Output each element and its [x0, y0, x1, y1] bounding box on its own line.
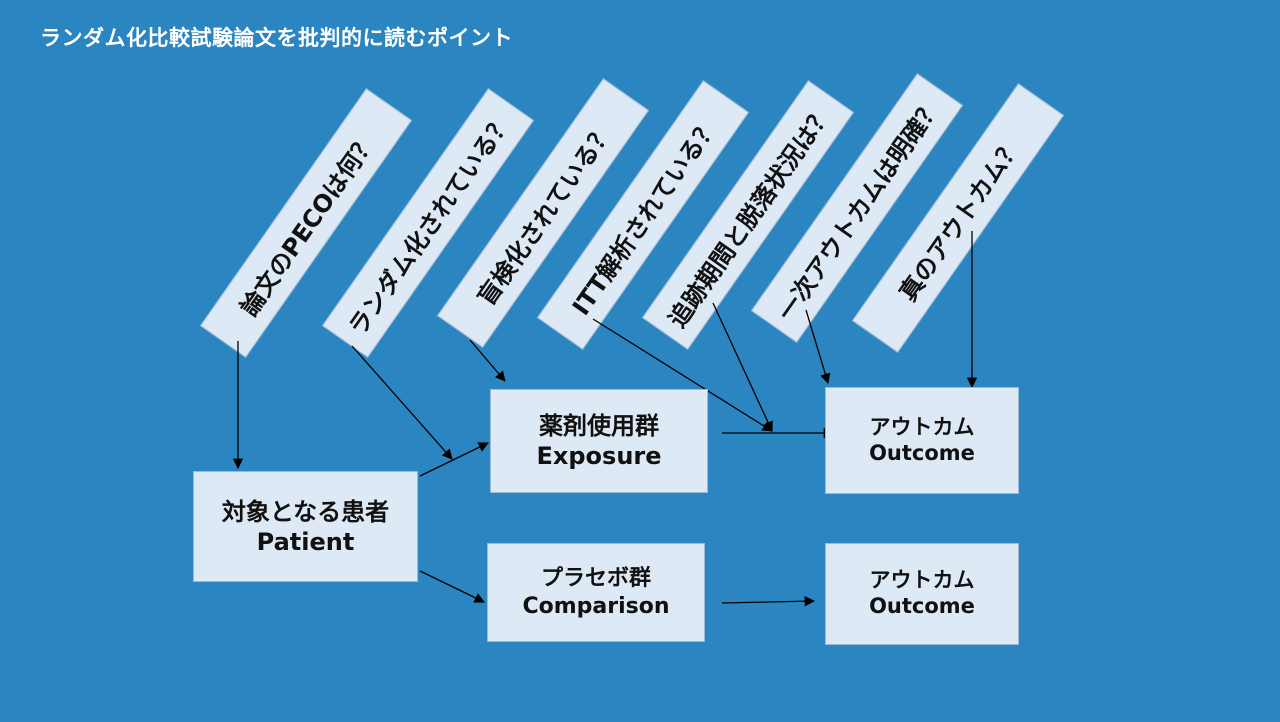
exposure-box: 薬剤使用群 Exposure — [490, 389, 708, 493]
outcome-comparison-label-en: Outcome — [869, 594, 975, 619]
arrow-patient-to-comparison — [419, 570, 485, 603]
arrow-blinded-to-exposure — [469, 339, 506, 382]
patient-box: 対象となる患者 Patient — [193, 471, 418, 582]
outcome-comparison-box: アウトカム Outcome — [825, 543, 1019, 645]
patient-label-en: Patient — [256, 527, 355, 556]
arrow-followup-to-outcome — [712, 302, 773, 432]
arrow-randomized-to-exposure — [351, 345, 453, 460]
patient-label-ja: 対象となる患者 — [221, 497, 390, 526]
outcome-exposure-label-ja: アウトカム — [869, 414, 975, 439]
outcome-exposure-box: アウトカム Outcome — [825, 387, 1019, 494]
comparison-label-en: Comparison — [522, 593, 670, 619]
arrow-comparison-to-outcome — [721, 596, 816, 607]
outcome-exposure-label-en: Outcome — [869, 440, 975, 465]
outcome-comparison-label-ja: アウトカム — [869, 568, 975, 593]
comparison-label-ja: プラセボ群 — [540, 566, 651, 591]
slide-title: ランダム化比較試験論文を批判的に読むポイント — [40, 26, 513, 50]
exposure-label-ja: 薬剤使用群 — [539, 412, 659, 440]
comparison-box: プラセボ群 Comparison — [487, 543, 705, 642]
arrow-patient-to-exposure — [419, 442, 489, 477]
exposure-label-en: Exposure — [536, 442, 662, 470]
